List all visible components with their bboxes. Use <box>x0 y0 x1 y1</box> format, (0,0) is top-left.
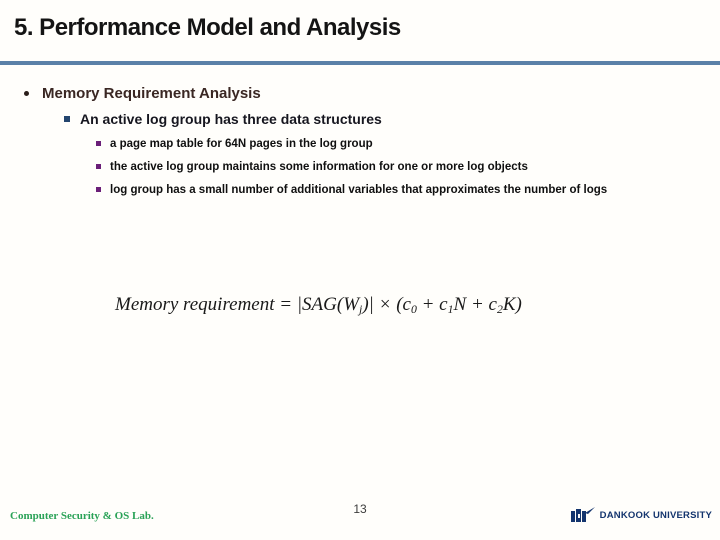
list-item: log group has a small number of addition… <box>96 183 696 197</box>
bullet-square-icon <box>96 187 101 192</box>
list-item-text: a page map table for 64N pages in the lo… <box>110 138 373 150</box>
formula-subscript: 0 <box>410 302 417 316</box>
page-number: 13 <box>353 502 367 516</box>
formula-segment: )| × (c <box>362 294 411 315</box>
bullet-square-icon <box>96 164 101 169</box>
memory-requirement-formula: Memory requirement = |SAG(Wj)| × (c0 + c… <box>115 294 522 316</box>
subsection-row: An active log group has three data struc… <box>64 110 382 128</box>
bullet-square-icon <box>96 141 101 146</box>
footer-lab-name: Computer Security & OS Lab. <box>10 510 154 522</box>
bullet-dot-icon <box>24 91 29 96</box>
bullet-square-icon <box>64 116 70 122</box>
formula-subscript: j <box>359 302 363 316</box>
formula-subscript: 2 <box>496 302 503 316</box>
university-name: DANKOOK UNIVERSITY <box>599 509 712 521</box>
subsection-heading: An active log group has three data struc… <box>80 111 382 127</box>
bullet-list: a page map table for 64N pages in the lo… <box>96 137 696 206</box>
formula-segment: + c <box>416 294 448 315</box>
dankook-logo-icon <box>570 507 595 522</box>
list-item: the active log group maintains some info… <box>96 160 696 174</box>
footer-logo-block: DANKOOK UNIVERSITY <box>570 507 712 523</box>
slide-title: 5. Performance Model and Analysis <box>14 14 401 41</box>
title-divider <box>0 61 720 65</box>
section-heading: Memory Requirement Analysis <box>42 85 261 102</box>
formula-subscript: 1 <box>447 302 454 316</box>
list-item: a page map table for 64N pages in the lo… <box>96 137 696 151</box>
formula-segment: N + c <box>453 294 497 315</box>
formula-segment: K) <box>502 294 522 315</box>
list-item-text: log group has a small number of addition… <box>110 184 608 196</box>
formula-segment: Memory requirement = |SAG(W <box>115 294 360 315</box>
list-item-text: the active log group maintains some info… <box>110 161 528 173</box>
section-heading-row: Memory Requirement Analysis <box>24 84 261 103</box>
